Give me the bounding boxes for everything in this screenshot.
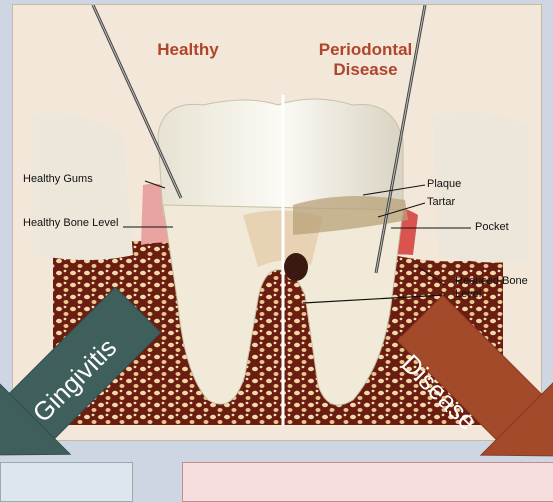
disease-arrow (382, 280, 553, 494)
